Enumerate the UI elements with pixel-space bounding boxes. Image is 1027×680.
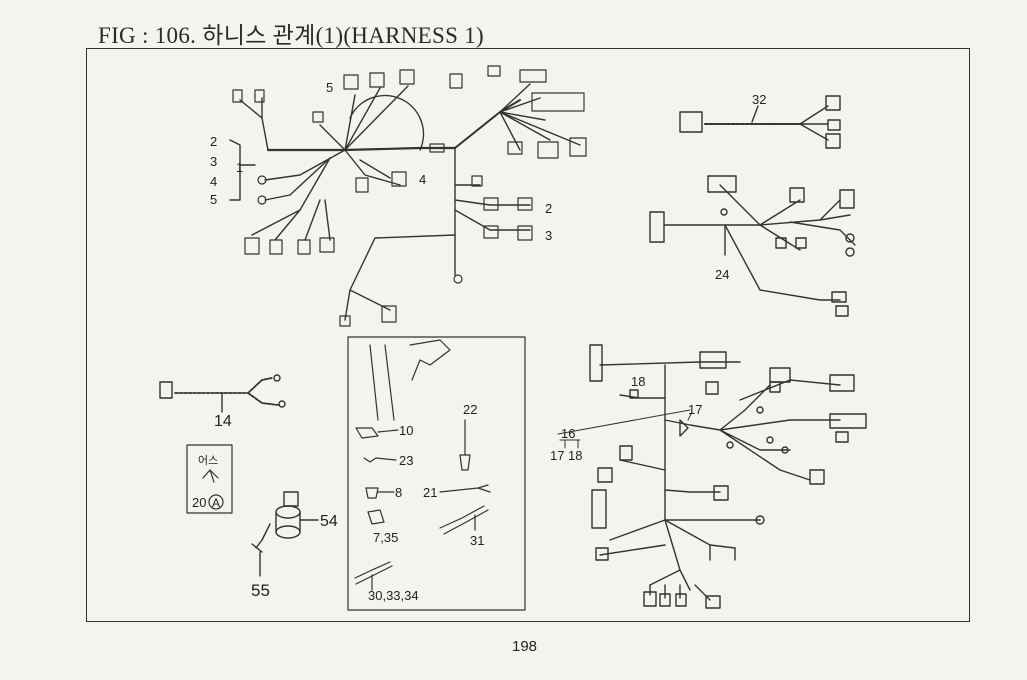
callout-2: 2	[210, 134, 217, 149]
page-number: 198	[512, 638, 538, 655]
callout-10: 10	[399, 423, 413, 438]
callout-7-35: 7,35	[373, 530, 398, 545]
callout-18-left: 18	[568, 448, 582, 463]
callout-1: 1	[236, 160, 243, 175]
callout-20: 20	[192, 495, 206, 510]
harness-16	[589, 344, 867, 609]
circled-a-letter: A	[212, 496, 220, 510]
figure-title: FIG : 106. 하니스 관계(1)(HARNESS 1)	[98, 23, 484, 48]
main-harness	[229, 83, 581, 321]
part-54-55	[251, 491, 319, 577]
callout-16: 16	[561, 426, 575, 441]
callout-14: 14	[214, 413, 232, 430]
earth-box	[186, 444, 233, 514]
callout-24: 24	[715, 267, 729, 282]
main-harness-connectors	[232, 65, 587, 327]
callout-3-right: 3	[545, 228, 552, 243]
callout-3: 3	[210, 154, 217, 169]
callout-2-right: 2	[545, 201, 552, 216]
callout-17-mid: 17	[688, 402, 702, 417]
leader-lines	[557, 409, 693, 449]
callout-30-33-34: 30,33,34	[368, 588, 419, 603]
callout-21: 21	[423, 485, 437, 500]
cable-14	[159, 374, 286, 413]
inset-parts	[354, 339, 491, 591]
callout-32: 32	[752, 92, 766, 107]
callout-4: 4	[210, 174, 217, 189]
diagram-frame	[86, 48, 970, 622]
callout-4-mid: 4	[419, 172, 426, 187]
callout-18-top: 18	[631, 374, 645, 389]
callout-55: 55	[251, 581, 270, 600]
callout-54: 54	[320, 513, 338, 530]
harness-24	[649, 175, 856, 317]
callout-22: 22	[463, 402, 477, 417]
callout-31: 31	[470, 533, 484, 548]
callout-23: 23	[399, 453, 413, 468]
inset-box	[347, 336, 526, 611]
callout-numbers: 2 3 4 5 1 5 4 2 3 32 24 14 어스 20 A 54 55…	[192, 80, 766, 603]
circled-a-frame	[208, 494, 224, 510]
callout-5: 5	[210, 192, 217, 207]
callout-5-top: 5	[326, 80, 333, 95]
callout-8: 8	[395, 485, 402, 500]
cable-32	[679, 95, 841, 149]
earth-label: 어스	[198, 454, 218, 467]
callout-17-left: 17	[550, 448, 564, 463]
